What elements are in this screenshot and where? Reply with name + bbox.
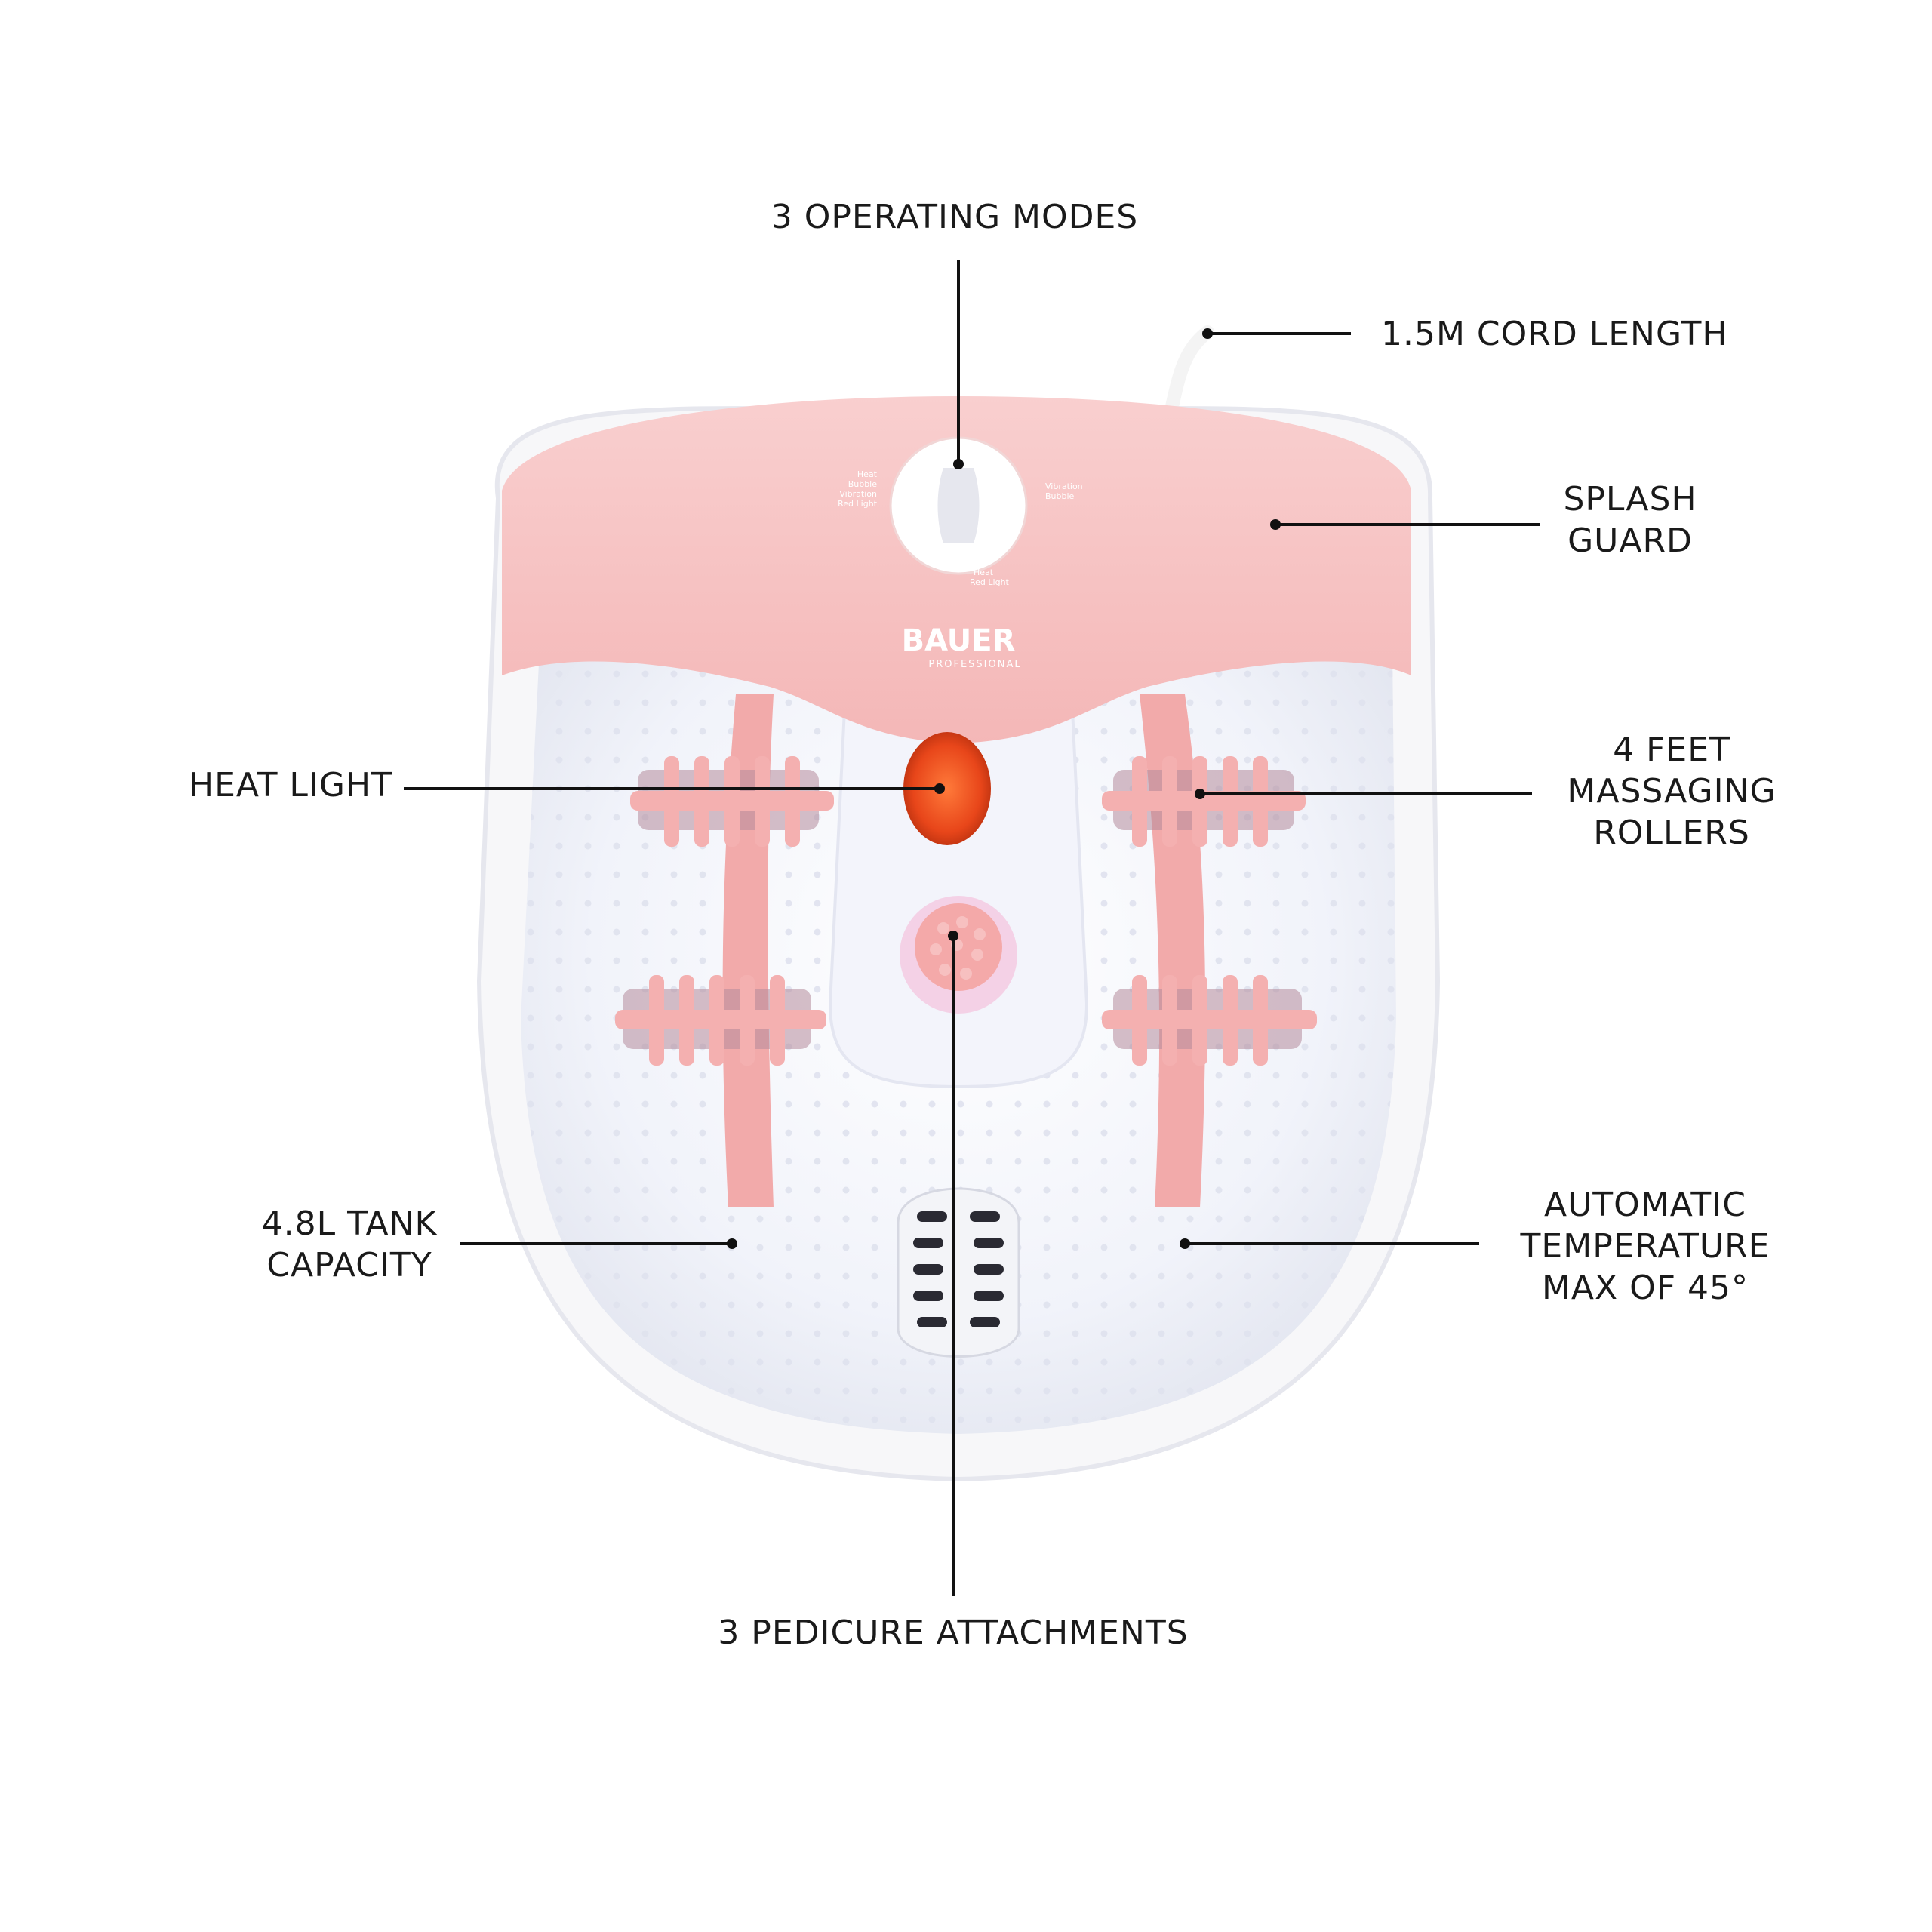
- heat-light-lens: [903, 732, 991, 845]
- brand-logo: BAUER: [902, 623, 1016, 658]
- callout-heat-light: [404, 783, 945, 794]
- callout-massaging-rollers: [1195, 789, 1532, 799]
- massage-roller: [1102, 975, 1317, 1066]
- dial-labels-left: Heat Bubble Vibration Red Light: [838, 469, 878, 509]
- svg-text:GUARD: GUARD: [1567, 521, 1693, 560]
- svg-text:AUTOMATIC: AUTOMATIC: [1544, 1186, 1746, 1224]
- label-heat-light: HEAT LIGHT: [189, 766, 392, 804]
- svg-text:MASSAGING: MASSAGING: [1567, 772, 1776, 811]
- label-massaging-rollers: 4 FEET MASSAGING ROLLERS: [1567, 731, 1776, 852]
- svg-text:Vibration: Vibration: [1045, 481, 1083, 491]
- label-splash-guard: SPLASH GUARD: [1563, 480, 1697, 560]
- label-pedicure-attachments: 3 PEDICURE ATTACHMENTS: [718, 1614, 1188, 1652]
- label-tank-capacity: 4.8L TANK CAPACITY: [262, 1204, 438, 1284]
- svg-text:4 FEET: 4 FEET: [1613, 731, 1730, 769]
- svg-text:Bubble: Bubble: [848, 479, 878, 489]
- dial-labels-right: Vibration Bubble: [1045, 481, 1083, 501]
- label-operating-modes: 3 OPERATING MODES: [771, 198, 1138, 236]
- massage-roller: [1102, 756, 1306, 847]
- callout-cord-length: [1202, 328, 1351, 339]
- brand-sub: PROFESSIONAL: [928, 659, 1021, 670]
- svg-text:Bubble: Bubble: [1045, 491, 1075, 501]
- svg-text:ROLLERS: ROLLERS: [1593, 814, 1750, 852]
- svg-text:Heat: Heat: [974, 568, 994, 577]
- svg-text:Red Light: Red Light: [838, 499, 878, 509]
- svg-text:MAX OF 45°: MAX OF 45°: [1542, 1269, 1749, 1307]
- pedicure-attachment: [900, 896, 1017, 1014]
- svg-text:Heat: Heat: [857, 469, 878, 479]
- svg-text:CAPACITY: CAPACITY: [266, 1246, 432, 1284]
- label-cord-length: 1.5M CORD LENGTH: [1381, 315, 1727, 353]
- massage-roller: [615, 975, 826, 1066]
- callout-splash-guard: [1270, 519, 1540, 530]
- callout-tank-capacity: [460, 1238, 737, 1249]
- label-temperature: AUTOMATIC TEMPERATURE MAX OF 45°: [1520, 1186, 1770, 1307]
- callout-temperature: [1180, 1238, 1479, 1249]
- svg-text:Vibration: Vibration: [839, 489, 877, 499]
- bubble-jet-cover: [897, 1187, 1020, 1358]
- svg-text:4.8L TANK: 4.8L TANK: [262, 1204, 438, 1243]
- svg-text:SPLASH: SPLASH: [1563, 480, 1697, 518]
- callout-pedicure-attachments: [948, 931, 958, 1596]
- svg-text:TEMPERATURE: TEMPERATURE: [1520, 1227, 1770, 1266]
- massage-roller: [630, 756, 834, 847]
- foot-spa-product: Heat Bubble Vibration Red Light Vibratio…: [476, 325, 1441, 1482]
- svg-text:Red Light: Red Light: [970, 577, 1010, 587]
- dial-labels-bottom: Heat Red Light: [970, 568, 1010, 587]
- callout-operating-modes: [953, 260, 964, 469]
